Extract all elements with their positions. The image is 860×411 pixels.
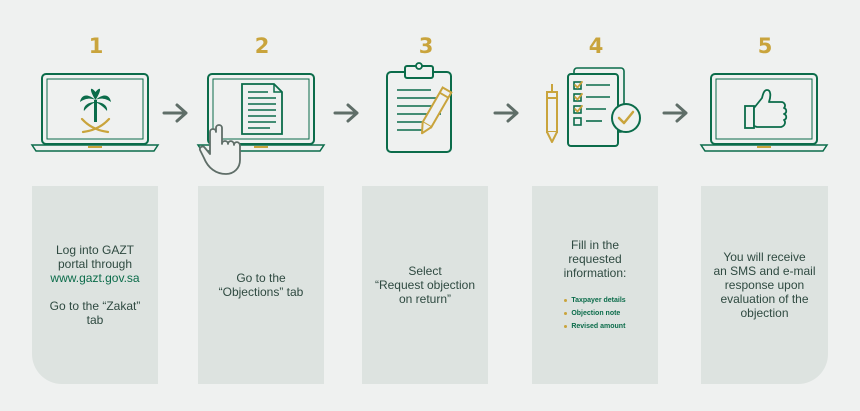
- step-1-text-line: portal through: [57, 257, 133, 271]
- step-2-text-line: “Objections” tab: [218, 285, 304, 299]
- step-number-3: 3: [418, 34, 434, 58]
- list-item: Objection note: [564, 307, 625, 320]
- gazt-portal-link[interactable]: www.gazt.gov.sa: [50, 271, 140, 285]
- step-3-text-line: on return”: [398, 292, 452, 306]
- step-5-panel: You will receive an SMS and e-mail respo…: [701, 186, 828, 384]
- laptop-document-hand-icon: [196, 73, 326, 175]
- arrow-right-icon: [162, 103, 188, 123]
- step-3-panel: Select “Request objection on return”: [362, 186, 488, 384]
- step-5-text-line: response upon: [724, 278, 805, 292]
- step-number-4: 4: [588, 34, 604, 58]
- step-number-2: 2: [254, 34, 270, 58]
- step-3-text-line: Select: [408, 264, 442, 278]
- step-number-5: 5: [757, 34, 773, 58]
- list-item: Revised amount: [564, 320, 625, 333]
- laptop-thumbs-up-icon: [699, 73, 829, 152]
- step-1-zakat-tab-text: Go to the “Zakat” tab: [49, 299, 141, 327]
- arrow-right-icon: [493, 103, 519, 123]
- step-5-text-line: an SMS and e-mail: [713, 264, 816, 278]
- step-number-1: 1: [88, 34, 104, 58]
- requested-info-list: Taxpayer details Objection note Revised …: [564, 294, 626, 333]
- step-3-text-line: “Request objection: [374, 278, 476, 292]
- clipboard-pencil-icon: [386, 62, 453, 153]
- step-5-text-line: evaluation of the: [720, 292, 809, 306]
- step-5-text-line: objection: [740, 306, 789, 320]
- step-2-panel: Go to the “Objections” tab: [198, 186, 324, 384]
- step-4-text-line: Fill in the requested: [568, 237, 622, 266]
- arrow-right-icon: [333, 103, 359, 123]
- step-1-panel: Log into GAZT portal through www.gazt.go…: [32, 186, 158, 384]
- arrow-right-icon: [662, 103, 688, 123]
- list-item: Taxpayer details: [564, 294, 626, 307]
- checklist-pen-icon: [546, 67, 641, 147]
- laptop-palm-swords-emblem-icon: [30, 73, 160, 152]
- step-1-text-line: Log into GAZT: [55, 243, 135, 257]
- step-4-panel: Fill in the requested information: Taxpa…: [532, 186, 658, 384]
- step-2-text-line: Go to the: [236, 271, 286, 285]
- step-4-text-line: information:: [563, 265, 627, 280]
- step-5-text-line: You will receive: [723, 250, 806, 264]
